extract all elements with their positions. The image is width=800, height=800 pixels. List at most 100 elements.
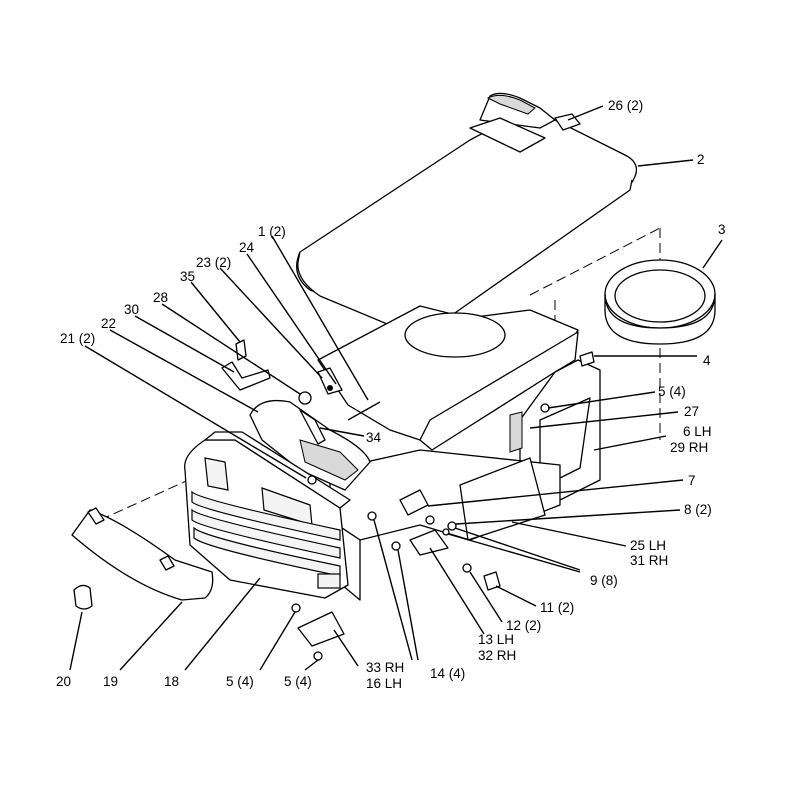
- washer-9a: [447, 521, 457, 531]
- bolt-5-bottom: [313, 651, 323, 661]
- foam-pad-27: [509, 411, 523, 453]
- bracket-33: [297, 611, 345, 647]
- callout-18: 18: [164, 674, 179, 689]
- leader-12: [469, 571, 503, 623]
- leader-18: [184, 577, 261, 671]
- bolt-14b: [391, 541, 401, 551]
- callout-29: 29 RH: [670, 440, 708, 455]
- leader-33: [333, 629, 359, 667]
- hood-recess: [469, 117, 546, 153]
- bumper-part: [71, 507, 214, 601]
- callout-13: 13 LH: [478, 632, 514, 647]
- leader-14a: [373, 519, 413, 661]
- callout-20: 20: [56, 674, 71, 689]
- callout-labels: 26 (2) 2 3 1 (2) 24 23 (2) 35 28 30 22 2…: [56, 98, 726, 691]
- alignment-line-diagonal: [529, 227, 661, 296]
- leader-5-lower: [259, 611, 296, 671]
- bracket-30: [221, 361, 271, 391]
- hardware-group: [221, 339, 595, 661]
- leader-13: [429, 547, 485, 635]
- grille-tab: [317, 573, 341, 589]
- leader-27: [529, 411, 679, 429]
- leader-22: [109, 329, 259, 413]
- leader-5-bottom: [304, 659, 319, 671]
- leader-9a: [454, 527, 581, 571]
- callout-31: 31 RH: [630, 553, 668, 568]
- callout-22: 22: [101, 316, 116, 331]
- grille-slat-1: [191, 490, 341, 541]
- leader-3: [702, 239, 723, 269]
- washer-9b: [442, 528, 450, 536]
- callout-30: 30: [124, 302, 139, 317]
- leader-23: [219, 267, 323, 379]
- clip-4: [579, 351, 595, 367]
- bracket-35: [235, 339, 247, 361]
- leader-21: [84, 345, 307, 479]
- callout-5-bottom: 5 (4): [284, 674, 312, 689]
- callout-26: 26 (2): [608, 98, 643, 113]
- callout-32: 32 RH: [478, 648, 516, 663]
- support-front-rim: [419, 331, 579, 451]
- leader-9b: [447, 533, 581, 573]
- callout-1: 1 (2): [258, 224, 286, 239]
- washer-12: [462, 563, 472, 573]
- bolt-5-lower: [291, 603, 301, 613]
- leader-8: [455, 509, 681, 525]
- spring-23: [299, 409, 326, 445]
- leader-11: [495, 585, 537, 607]
- bracket-13: [409, 529, 449, 556]
- leader-6: [593, 435, 667, 451]
- callout-23: 23 (2): [196, 255, 231, 270]
- leader-14b: [397, 549, 419, 661]
- grille-top-rim: [204, 431, 351, 509]
- leader-25: [511, 521, 627, 547]
- bolt-11: [483, 571, 501, 591]
- callout-5-upper: 5 (4): [658, 384, 686, 399]
- callout-19: 19: [103, 674, 118, 689]
- leader-34: [319, 427, 365, 437]
- callout-24: 24: [239, 240, 255, 255]
- emblem-20: [73, 584, 93, 610]
- bolt-14a: [367, 511, 377, 521]
- callout-7: 7: [688, 473, 696, 488]
- hood-part: [296, 92, 637, 331]
- nut-1: [327, 385, 333, 391]
- lens-ring-part: [604, 259, 716, 345]
- leader-30: [134, 315, 235, 373]
- callout-21: 21 (2): [60, 331, 95, 346]
- callout-6: 6 LH: [683, 424, 712, 439]
- callout-33: 33 RH: [366, 660, 404, 675]
- latch-28: [298, 391, 312, 405]
- bumper-tab-left: [87, 507, 105, 525]
- hood-support-part: [317, 305, 601, 521]
- callout-11: 11 (2): [540, 600, 574, 615]
- callout-25: 25 LH: [630, 538, 666, 553]
- callout-35: 35: [180, 269, 195, 284]
- leader-lines: [69, 105, 723, 671]
- callout-34: 34: [366, 430, 382, 445]
- bolt-5-upper: [540, 403, 550, 413]
- leader-2: [637, 159, 694, 167]
- leader-24: [246, 253, 337, 385]
- callout-14: 14 (4): [430, 666, 465, 681]
- bolt-21: [307, 475, 317, 485]
- duct-inner: [299, 439, 359, 481]
- callout-4: 4: [703, 353, 711, 368]
- grille-slat-2: [191, 508, 341, 559]
- air-duct-part: [249, 399, 371, 491]
- plate-7: [399, 489, 429, 516]
- grille-light-left: [204, 457, 229, 491]
- callout-8: 8 (2): [684, 502, 712, 517]
- callout-2: 2: [697, 152, 705, 167]
- callout-5-lower: 5 (4): [226, 674, 254, 689]
- hood-handle-top: [486, 94, 536, 115]
- leader-20: [69, 611, 83, 671]
- pin-1: [347, 401, 381, 421]
- leader-19: [119, 601, 183, 671]
- callout-12: 12 (2): [506, 618, 541, 633]
- leader-1: [271, 235, 369, 401]
- leader-7: [427, 479, 684, 507]
- leader-26: [567, 105, 604, 121]
